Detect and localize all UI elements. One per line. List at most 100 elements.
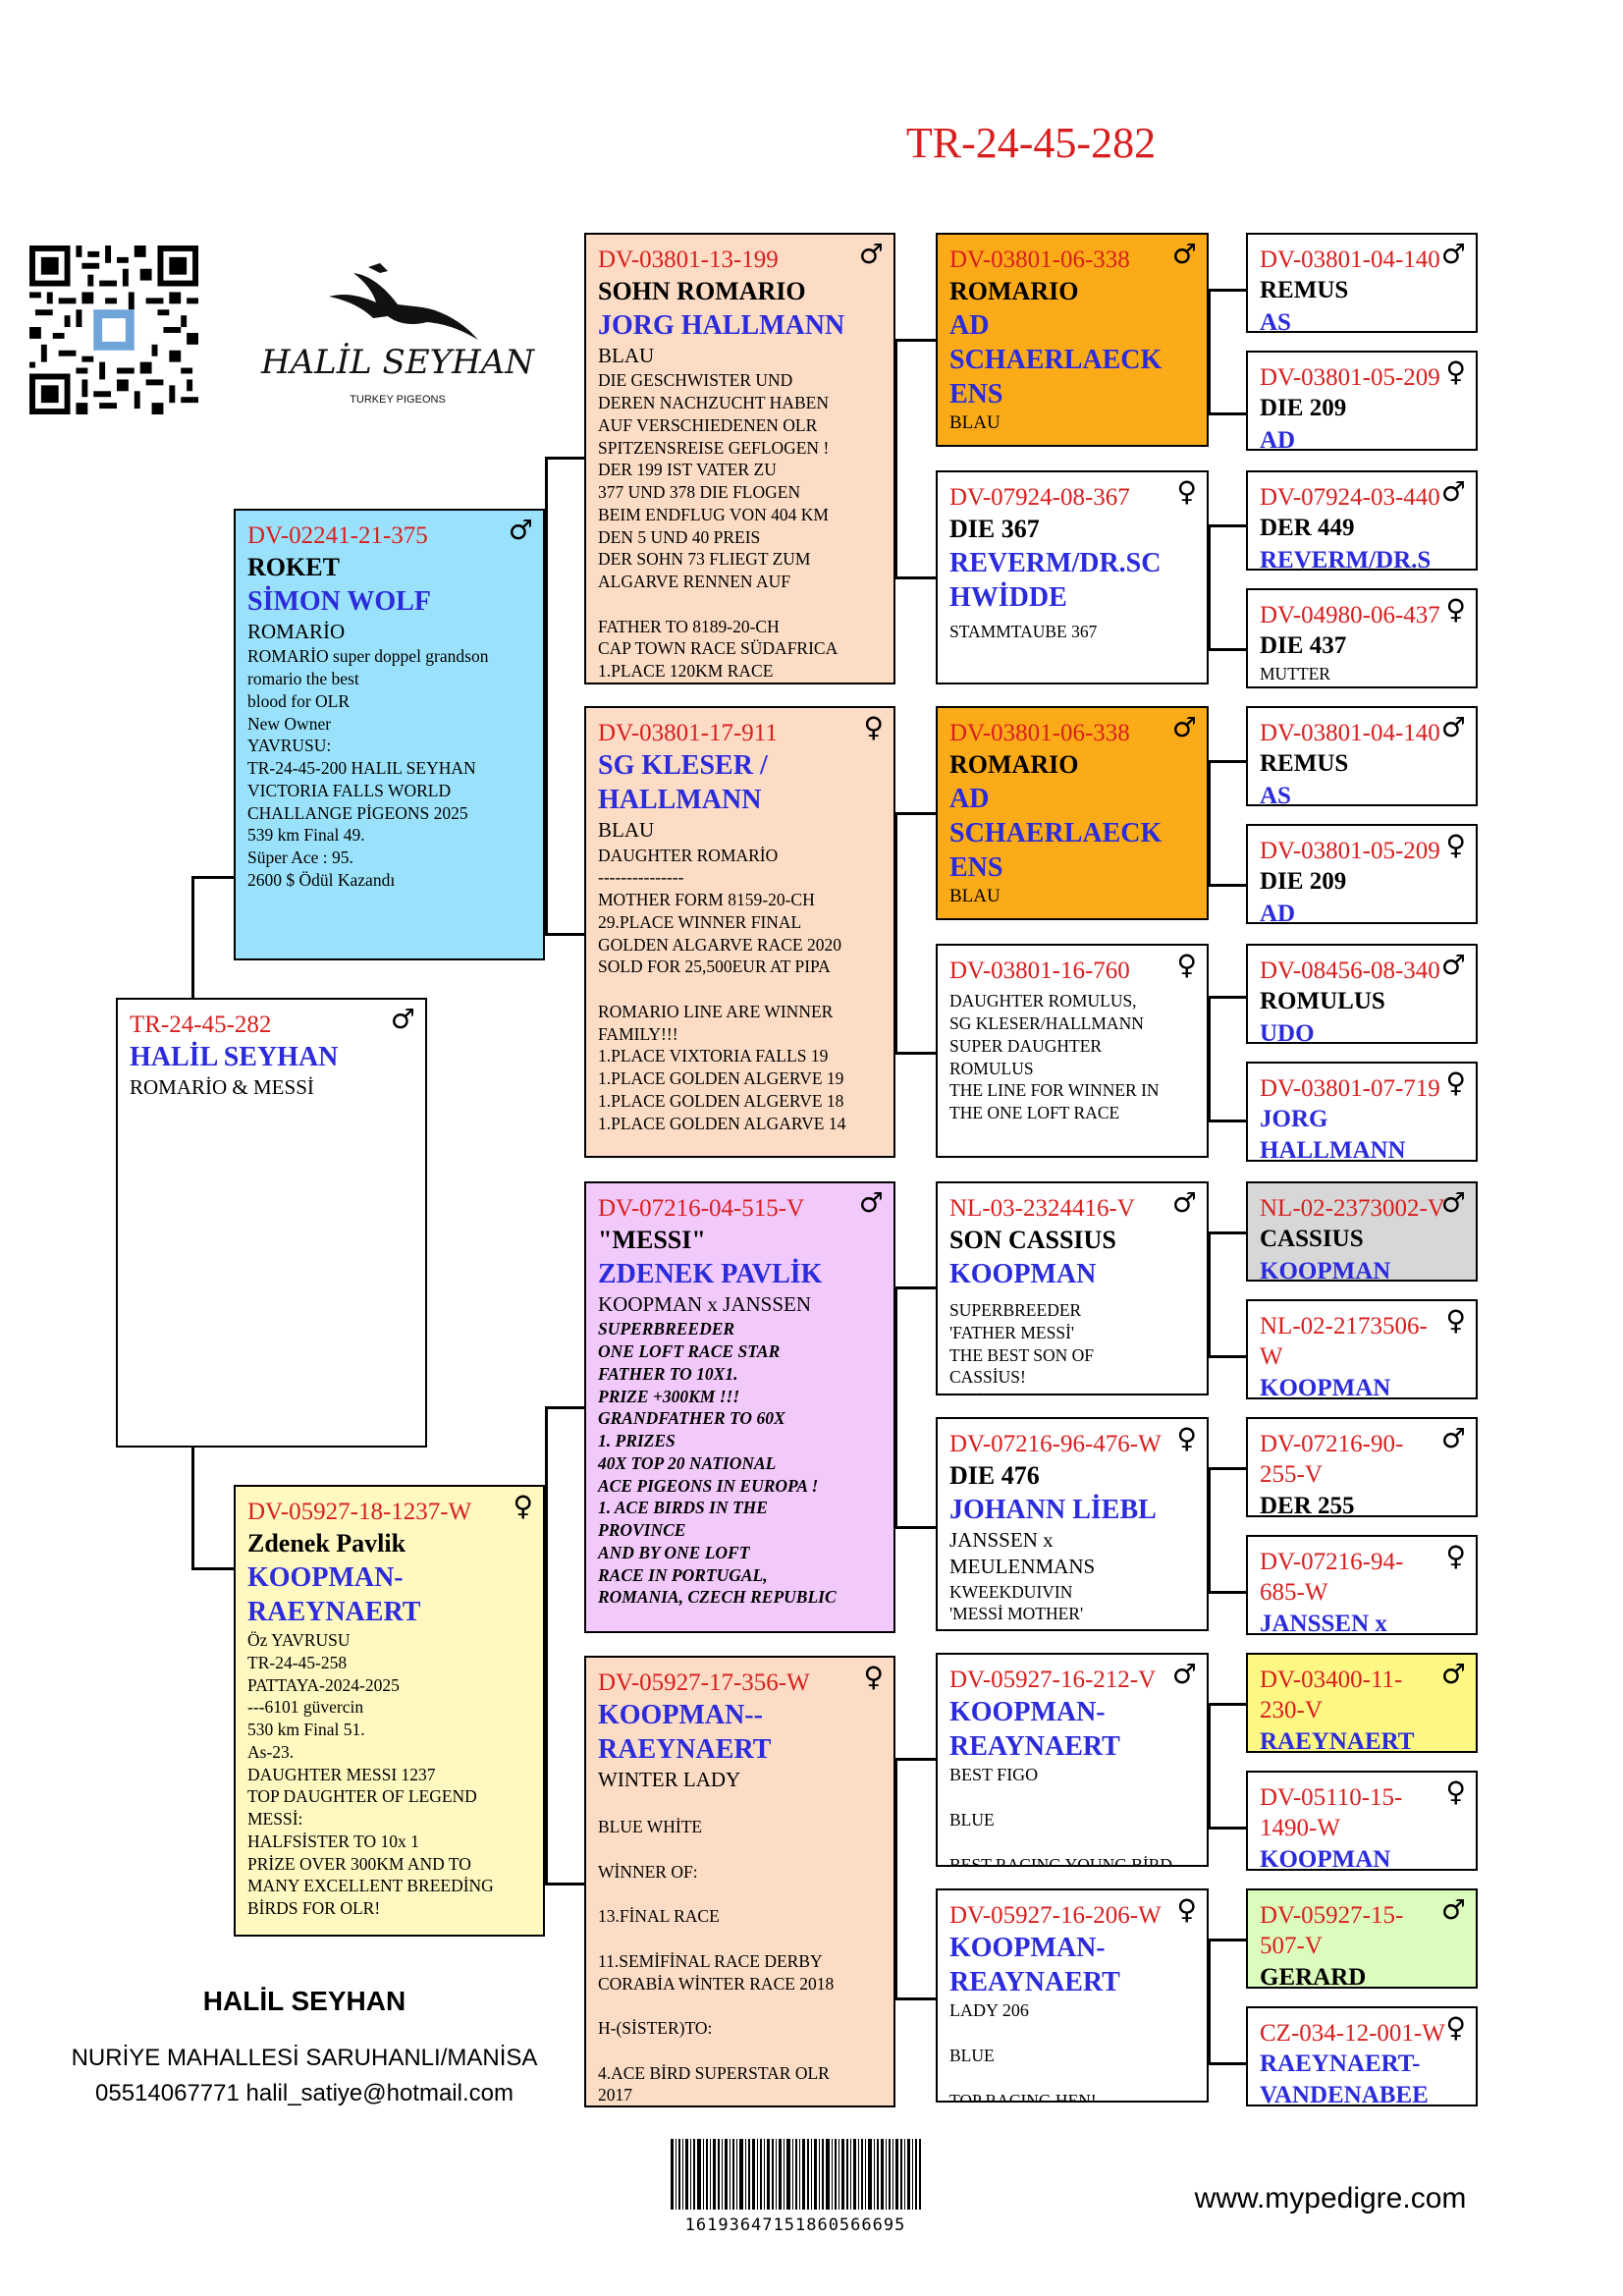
bird-name: ROMARIO [949,750,1079,780]
male-icon: ♂ [508,514,533,546]
connector-line [191,1567,237,1570]
connector-line [894,812,937,815]
bird-card-gen5-6[interactable]: ♀ DV-03801-05-209 DIE 209 AD [1246,824,1478,924]
connector-line [1208,1591,1247,1594]
ring-number: NL-03-2324416-V [949,1195,1135,1222]
bird-description: DAUGHTER ROMARİO --------------- MOTHER … [598,845,846,1133]
bird-color: LADY 206 [949,2000,1029,2021]
connector-line [1208,760,1211,886]
bird-owner: JANSSEN x [1260,1610,1387,1635]
bird-card-gen4-1[interactable]: ♂ DV-03801-06-338 ROMARIO AD SCHAERLAECK… [936,233,1209,447]
connector-line [545,1406,585,1409]
bird-card-gen4-5[interactable]: ♂ NL-03-2324416-V SON CASSIUS KOOPMAN SU… [936,1181,1209,1395]
bird-name: "MESSI" [598,1226,706,1255]
ring-number: DV-08456-08-340 [1260,957,1440,984]
bird-description: BLUE TOP RACING HEN! [949,2046,1097,2103]
bird-card-gen5-1[interactable]: ♂ DV-03801-04-140 REMUS AS [1246,233,1478,333]
bird-card-gen5-14[interactable]: ♀ DV-05110-15- 1490-W KOOPMAN [1246,1771,1478,1871]
male-icon: ♂ [1440,1422,1466,1454]
female-icon: ♀ [1445,1066,1466,1099]
bird-name: Zdenek Pavlik [247,1529,406,1558]
male-icon: ♂ [1440,949,1466,981]
bird-card-gen5-3[interactable]: ♂ DV-07924-03-440 DER 449 REVERM/DR.S [1246,470,1478,571]
female-icon: ♀ [1176,1893,1197,1926]
logo-tagline: TURKEY PIGEONS [350,394,446,406]
male-icon: ♂ [858,238,884,270]
bird-name: GERARD [1260,1963,1367,1989]
bird-card-gen5-15[interactable]: ♂ DV-05927-15- 507-V GERARD [1246,1888,1478,1989]
connector-line [894,339,897,579]
bird-card-dam[interactable]: ♀ DV-05927-18-1237-W Zdenek Pavlik KOOPM… [234,1485,545,1937]
ring-number: DV-05110-15- 1490-W [1260,1784,1403,1842]
female-icon: ♀ [1445,1776,1466,1808]
ring-number: DV-03400-11- 230-V [1260,1667,1403,1724]
connector-line [894,1286,937,1289]
bird-owner: AD [1260,900,1296,924]
bird-description: SUPERBREEDER 'FATHER MESSİ' THE BEST SON… [949,1300,1132,1394]
bird-card-gen5-8[interactable]: ♀ DV-03801-07-719 JORG HALLMANN [1246,1062,1478,1162]
ring-number: DV-05927-16-212-V [949,1667,1157,1693]
connector-line [1208,289,1247,292]
bird-name: SOHN ROMARIO [598,277,806,306]
bird-card-gen5-5[interactable]: ♂ DV-03801-04-140 REMUS AS [1246,706,1478,806]
breeder-name: HALİL SEYHAN [202,1986,406,2016]
bird-owner: KOOPMAN- REAYNAERT [949,1933,1120,1998]
female-icon: ♀ [1445,593,1466,626]
bird-card-sire[interactable]: ♂ DV-02241-21-375 ROKET SİMON WOLF ROMAR… [234,509,545,960]
bird-card-gen5-10[interactable]: ♀ NL-02-2173506- W KOOPMAN [1246,1299,1478,1399]
connector-line [545,457,585,460]
bird-owner: JORG HALLMANN [1260,1106,1406,1162]
connector-line [1208,1939,1211,2064]
connector-line [1208,2062,1247,2065]
bird-description: DIE GESCHWISTER UND DEREN NACHZUCHT HABE… [598,370,839,682]
bird-card-gen5-16[interactable]: ♀ CZ-034-12-001-W RAEYNAERT- VANDENABEE [1246,2006,1478,2106]
website-link[interactable]: www.mypedigre.com [1194,2182,1467,2214]
bird-color: WINTER LADY [598,1768,741,1792]
bird-card-gen4-4[interactable]: ♀ DV-03801-16-760 DAUGHTER ROMULUS, SG K… [936,944,1209,1158]
bird-owner: REVERM/DR.SC HWİDDE [949,548,1162,614]
bird-owner: RAEYNAERT- VANDENABEE [1260,2050,1429,2106]
ring-number: DV-05927-17-356-W [598,1669,810,1696]
bird-description: STAMMTAUBE 367 [949,622,1098,642]
bird-card-gen4-8[interactable]: ♀ DV-05927-16-206-W KOOPMAN- REAYNAERT L… [936,1888,1209,2103]
connector-line [1208,1231,1211,1357]
male-icon: ♂ [1440,238,1466,270]
female-icon: ♀ [863,1661,884,1693]
ring-number: DV-05927-15- 507-V [1260,1902,1404,1960]
bird-card-gen5-7[interactable]: ♂ DV-08456-08-340 ROMULUS UDO [1246,944,1478,1044]
bird-card-main[interactable]: ♂ TR-24-45-282 HALİL SEYHAN ROMARİO & ME… [116,998,427,1448]
female-icon: ♀ [1445,1304,1466,1337]
bird-card-gen4-3[interactable]: ♂ DV-03801-06-338 ROMARIO AD SCHAERLAECK… [936,706,1209,920]
bird-owner: AS [1260,782,1291,806]
bird-card-gen5-12[interactable]: ♀ DV-07216-94- 685-W JANSSEN x [1246,1535,1478,1635]
bird-card-gen5-2[interactable]: ♀ DV-03801-05-209 DIE 209 AD [1246,351,1478,451]
male-icon: ♂ [1171,711,1197,743]
bird-card-gen3-2[interactable]: ♀ DV-03801-17-911 SG KLESER / HALLMANN B… [584,706,895,1158]
bird-card-gen5-4[interactable]: ♀ DV-04980-06-437 DIE 437 MUTTER [1246,588,1478,688]
male-icon: ♂ [858,1186,884,1219]
bird-card-gen5-13[interactable]: ♂ DV-03400-11- 230-V RAEYNAERT [1246,1653,1478,1753]
bird-card-gen3-4[interactable]: ♀ DV-05927-17-356-W KOOPMAN-- RAEYNAERT … [584,1656,895,2107]
bird-name: DIE 209 [1260,395,1347,422]
male-icon: ♂ [1440,1658,1466,1690]
bird-card-gen5-9[interactable]: ♂ NL-02-2373002-V CASSIUS KOOPMAN [1246,1181,1478,1282]
bird-card-gen5-11[interactable]: ♂ DV-07216-90- 255-V DER 255 [1246,1417,1478,1517]
bird-card-gen4-7[interactable]: ♂ DV-05927-16-212-V KOOPMAN- REAYNAERT B… [936,1653,1209,1867]
bird-name: DIE 209 [1260,868,1347,896]
connector-line [894,1286,897,1529]
eagle-logo-icon: HALİL SEYHAN TURKEY PIGEONS [260,263,535,406]
bird-card-gen4-6[interactable]: ♀ DV-07216-96-476-W DIE 476 JOHANN LİEBL… [936,1417,1209,1631]
connector-line [545,457,548,935]
bird-owner: JOHANN LİEBL [949,1495,1157,1526]
connector-line [1208,996,1247,999]
bird-card-gen4-2[interactable]: ♀ DV-07924-08-367 DIE 367 REVERM/DR.SC H… [936,470,1209,684]
ring-number: DV-07924-03-440 [1260,484,1440,511]
ring-number: DV-05927-16-206-W [949,1902,1162,1929]
bird-card-gen3-1[interactable]: ♂ DV-03801-13-199 SOHN ROMARIO JORG HALL… [584,233,895,684]
bird-owner: AD SCHAERLAECK ENS [949,310,1163,410]
connector-line [894,812,897,1055]
connector-line [1208,1467,1211,1593]
bird-card-gen3-3[interactable]: ♂ DV-07216-04-515-V "MESSI" ZDENEK PAVLİ… [584,1181,895,1633]
connector-line [1208,524,1247,527]
connector-line [1208,1703,1247,1706]
